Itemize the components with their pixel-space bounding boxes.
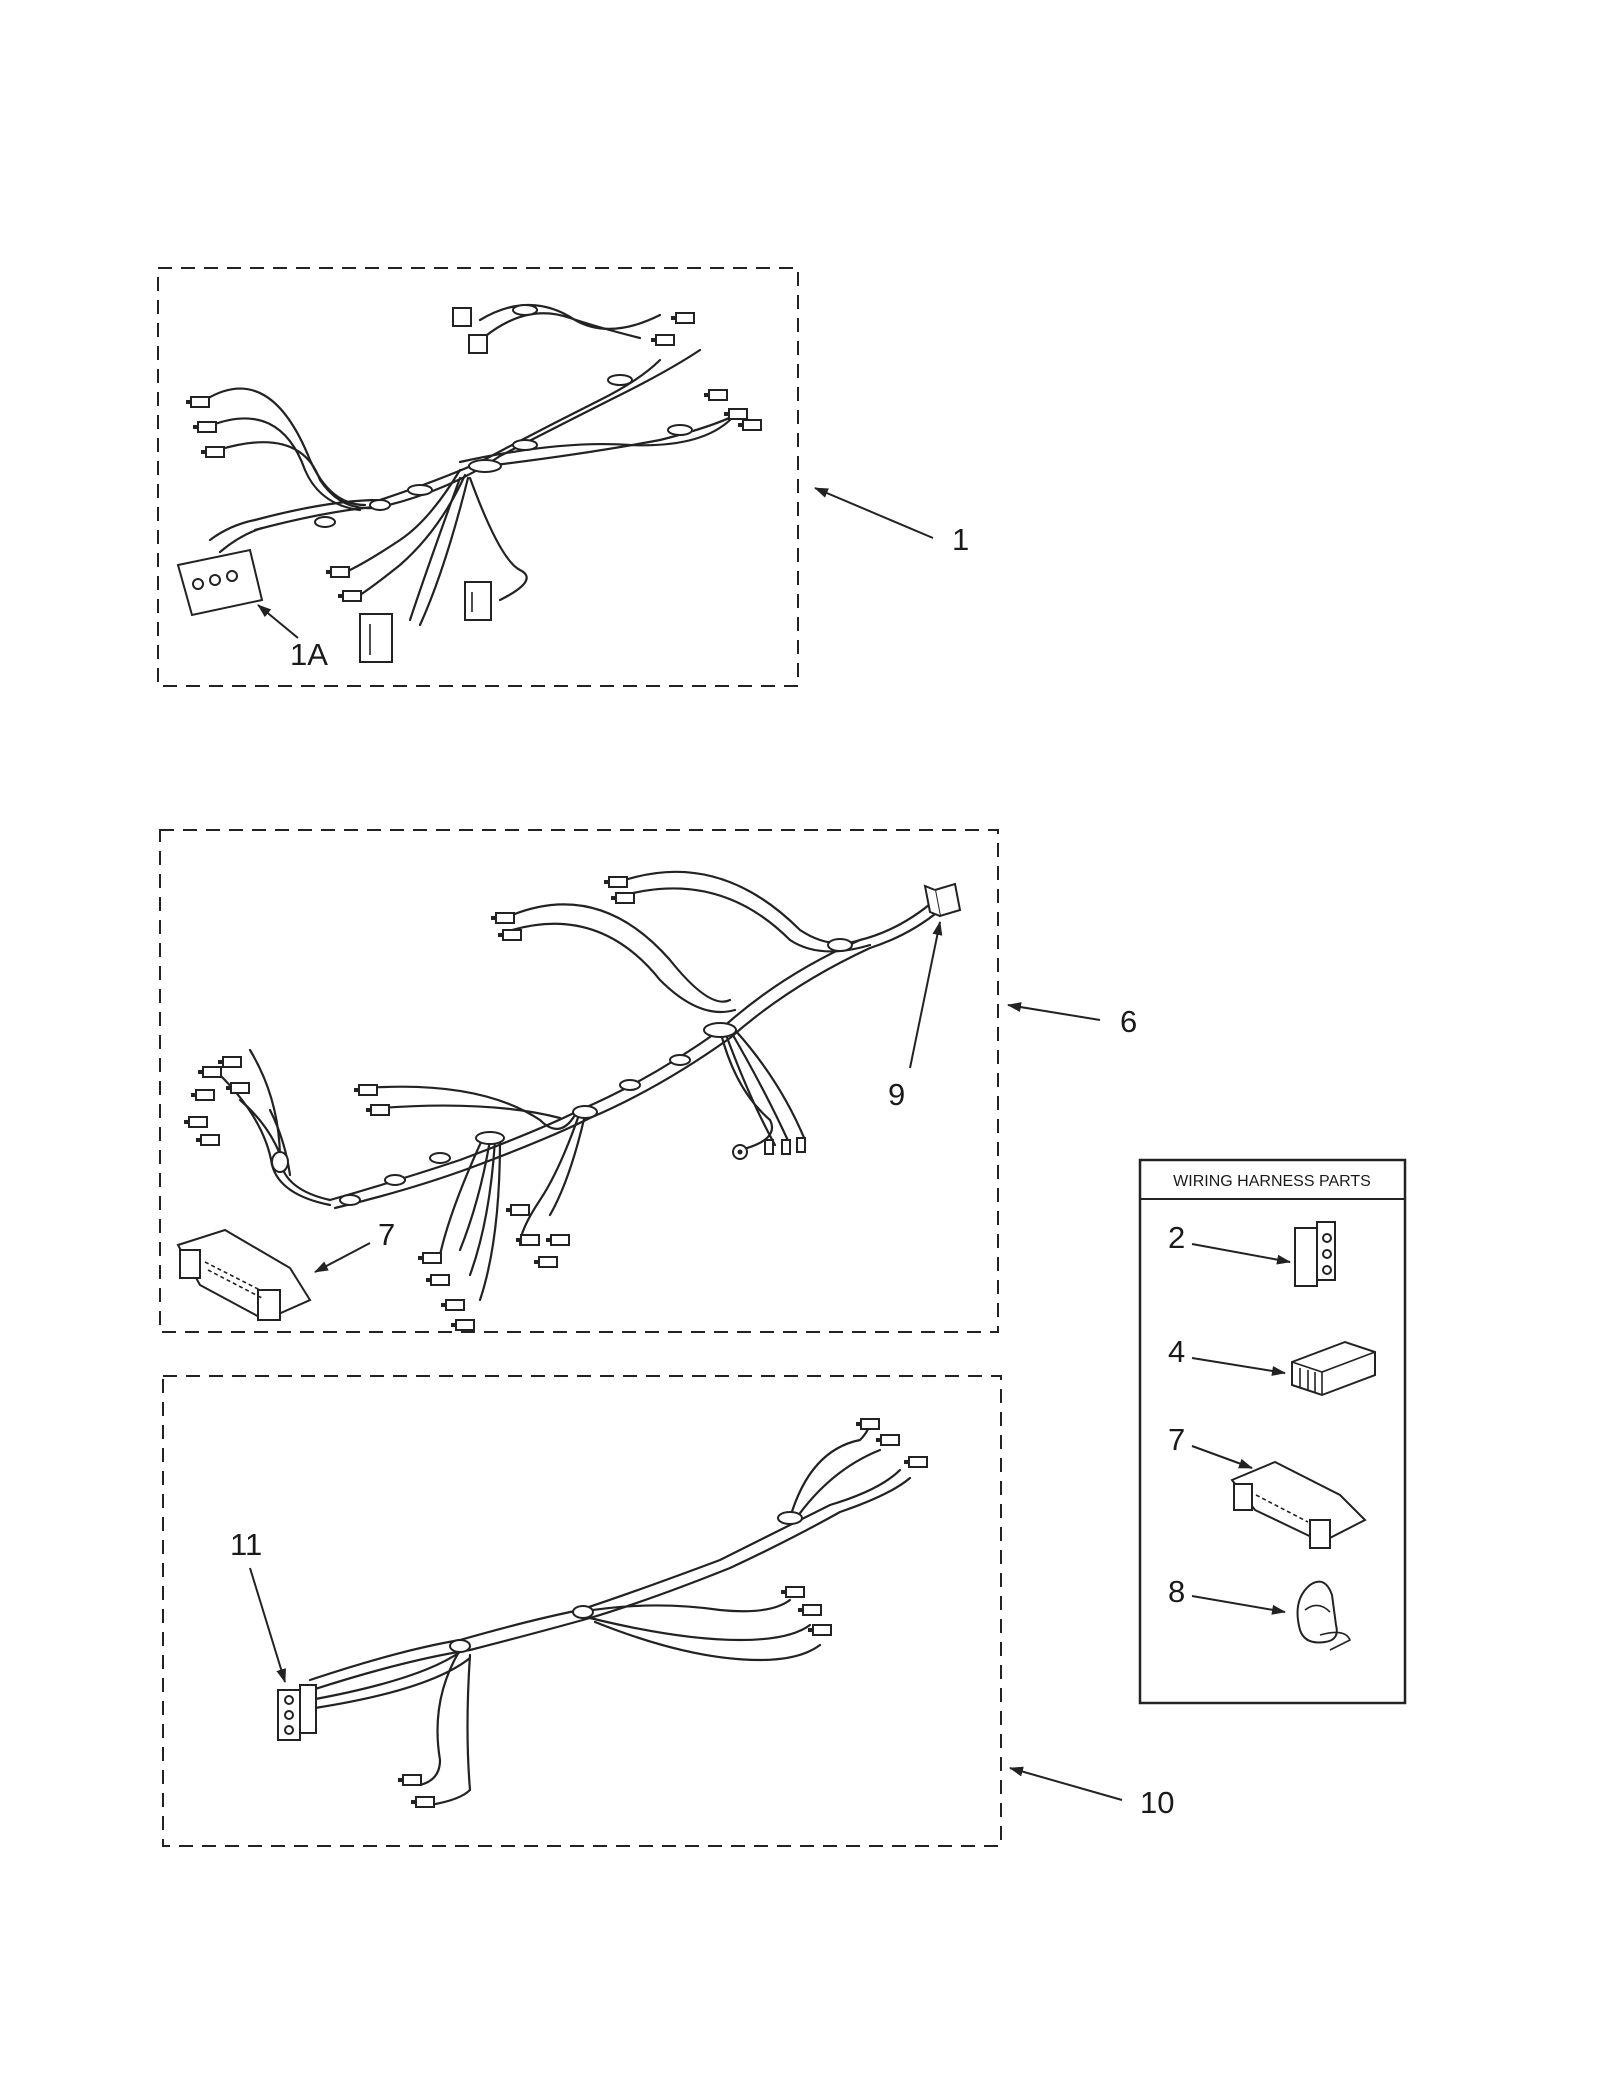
wiring-harness-parts-box: WIRING HARNESS PARTS 2 4 7 [1138,1158,1407,1705]
multi-pin-connector-icon [1230,1460,1367,1549]
harness-1-boundary [157,267,799,687]
harness-10-wires [308,1418,912,1807]
terminal-housing-icon [1291,1340,1376,1397]
leader-harness-10 [1009,1766,1123,1801]
callout-harness-10: 10 [1140,1785,1174,1820]
callout-harness-1: 1 [952,522,969,557]
parts-box-title: WIRING HARNESS PARTS [1173,1173,1371,1190]
parts-box-item-4-label: 4 [1168,1334,1185,1369]
3-pin-connector-icon [1294,1221,1336,1287]
parts-box-item-7-label: 7 [1168,1422,1185,1457]
connector-11-body [277,1684,317,1741]
connector-7-body [176,1228,312,1322]
harness-10-boundary [162,1375,1002,1847]
leader-connector-9 [909,921,943,1069]
callout-harness-6: 6 [1120,1004,1137,1039]
wire-clip-icon [1296,1580,1352,1651]
harness-1-terminals [185,312,762,602]
connector-9-body [923,882,962,918]
leader-harness-1 [814,487,934,539]
harness-6-group: 6 9 7 [159,829,1137,1333]
leader-connector-7 [314,1242,371,1273]
harness-10-group: 10 11 [162,1375,1174,1847]
harness-10-terminals [397,1418,928,1808]
leader-connector-1a [257,604,299,639]
callout-connector-1a: 1A [290,637,328,672]
connector-1a [176,548,264,617]
callout-connector-11: 11 [230,1527,262,1562]
harness-6-boundary [159,829,999,1333]
parts-box-item-2-label: 2 [1168,1220,1185,1255]
parts-box-item-8-label: 8 [1168,1574,1185,1609]
harness-6-ring-terminals [732,1137,806,1160]
harness-1-group: 1 1A [157,267,969,687]
callout-connector-9: 9 [888,1077,905,1112]
leader-harness-6 [1007,1002,1101,1021]
harness-1-twin-connectors [452,307,488,354]
callout-connector-7: 7 [378,1217,395,1252]
harness-6-wires [218,870,942,1302]
harness-1-block-connectors [359,581,492,663]
harness-1-wires [203,304,747,627]
leader-connector-11 [249,1567,286,1683]
